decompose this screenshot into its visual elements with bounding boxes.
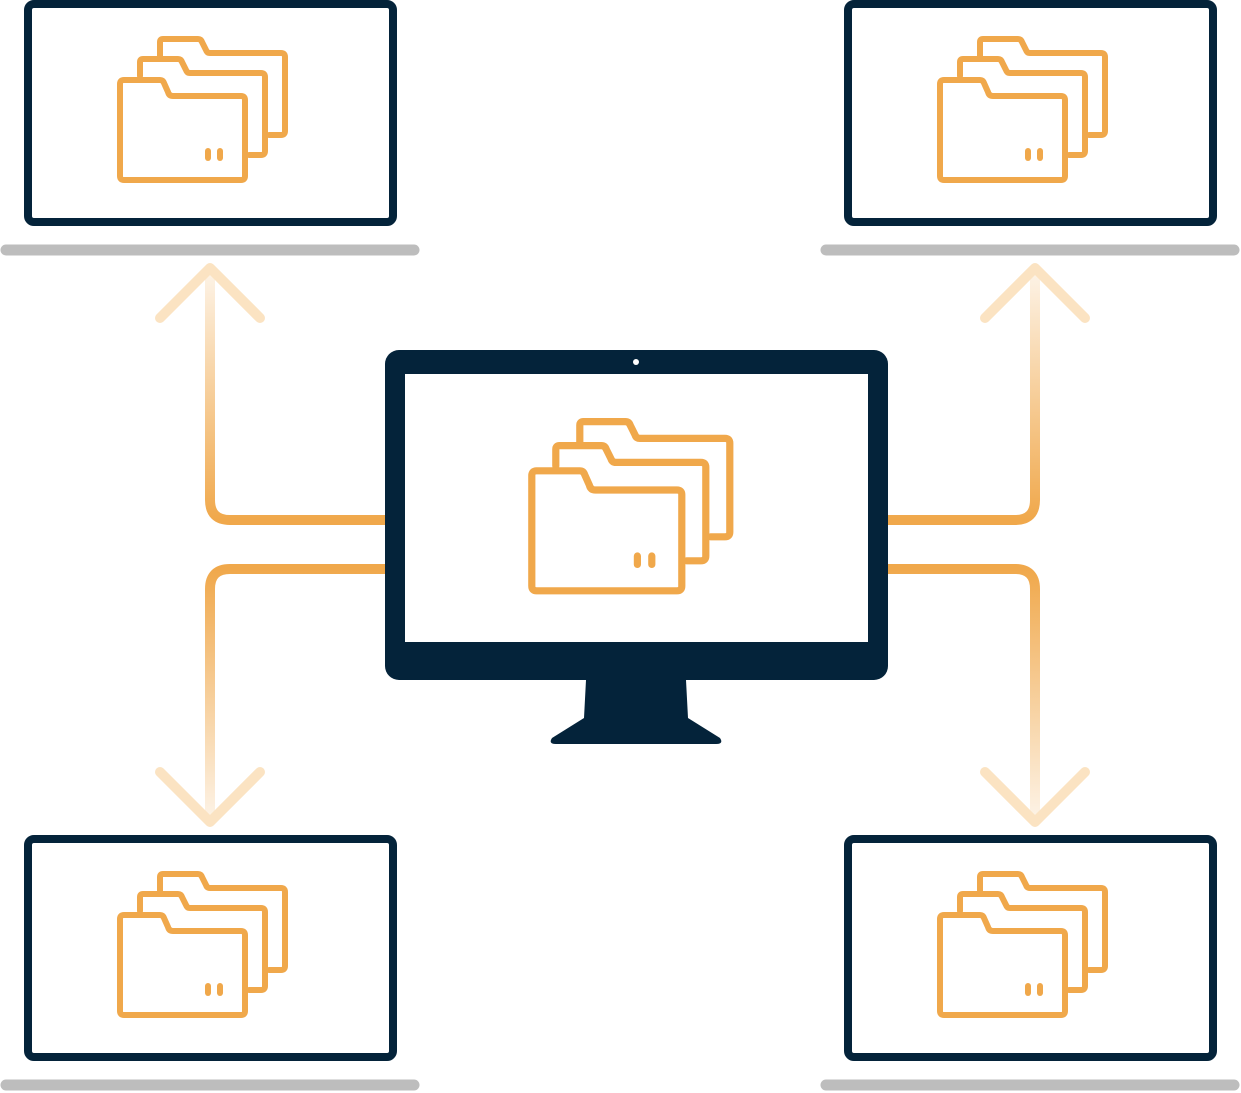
monitor-camera — [633, 359, 639, 365]
monitor-screen — [405, 374, 868, 642]
monitor-icon — [385, 350, 888, 744]
arrow-up-icon — [155, 263, 265, 323]
connector-bottom-left — [155, 564, 391, 827]
laptop-icon — [820, 0, 1240, 256]
connector-top-right — [882, 263, 1090, 525]
laptop-top-right — [820, 0, 1240, 256]
arrow-up-icon — [980, 263, 1090, 323]
laptop-bottom-left — [0, 835, 420, 1091]
connector-bottom-right — [882, 564, 1090, 827]
laptop-icon — [0, 835, 420, 1091]
monitor-stand — [550, 680, 722, 744]
laptop-icon — [820, 835, 1240, 1091]
laptop-icon — [0, 0, 420, 256]
laptop-top-left — [0, 0, 420, 256]
connector-top-left — [155, 263, 391, 525]
laptop-bottom-right — [820, 835, 1240, 1091]
arrow-down-icon — [980, 767, 1090, 827]
arrow-down-icon — [155, 767, 265, 827]
